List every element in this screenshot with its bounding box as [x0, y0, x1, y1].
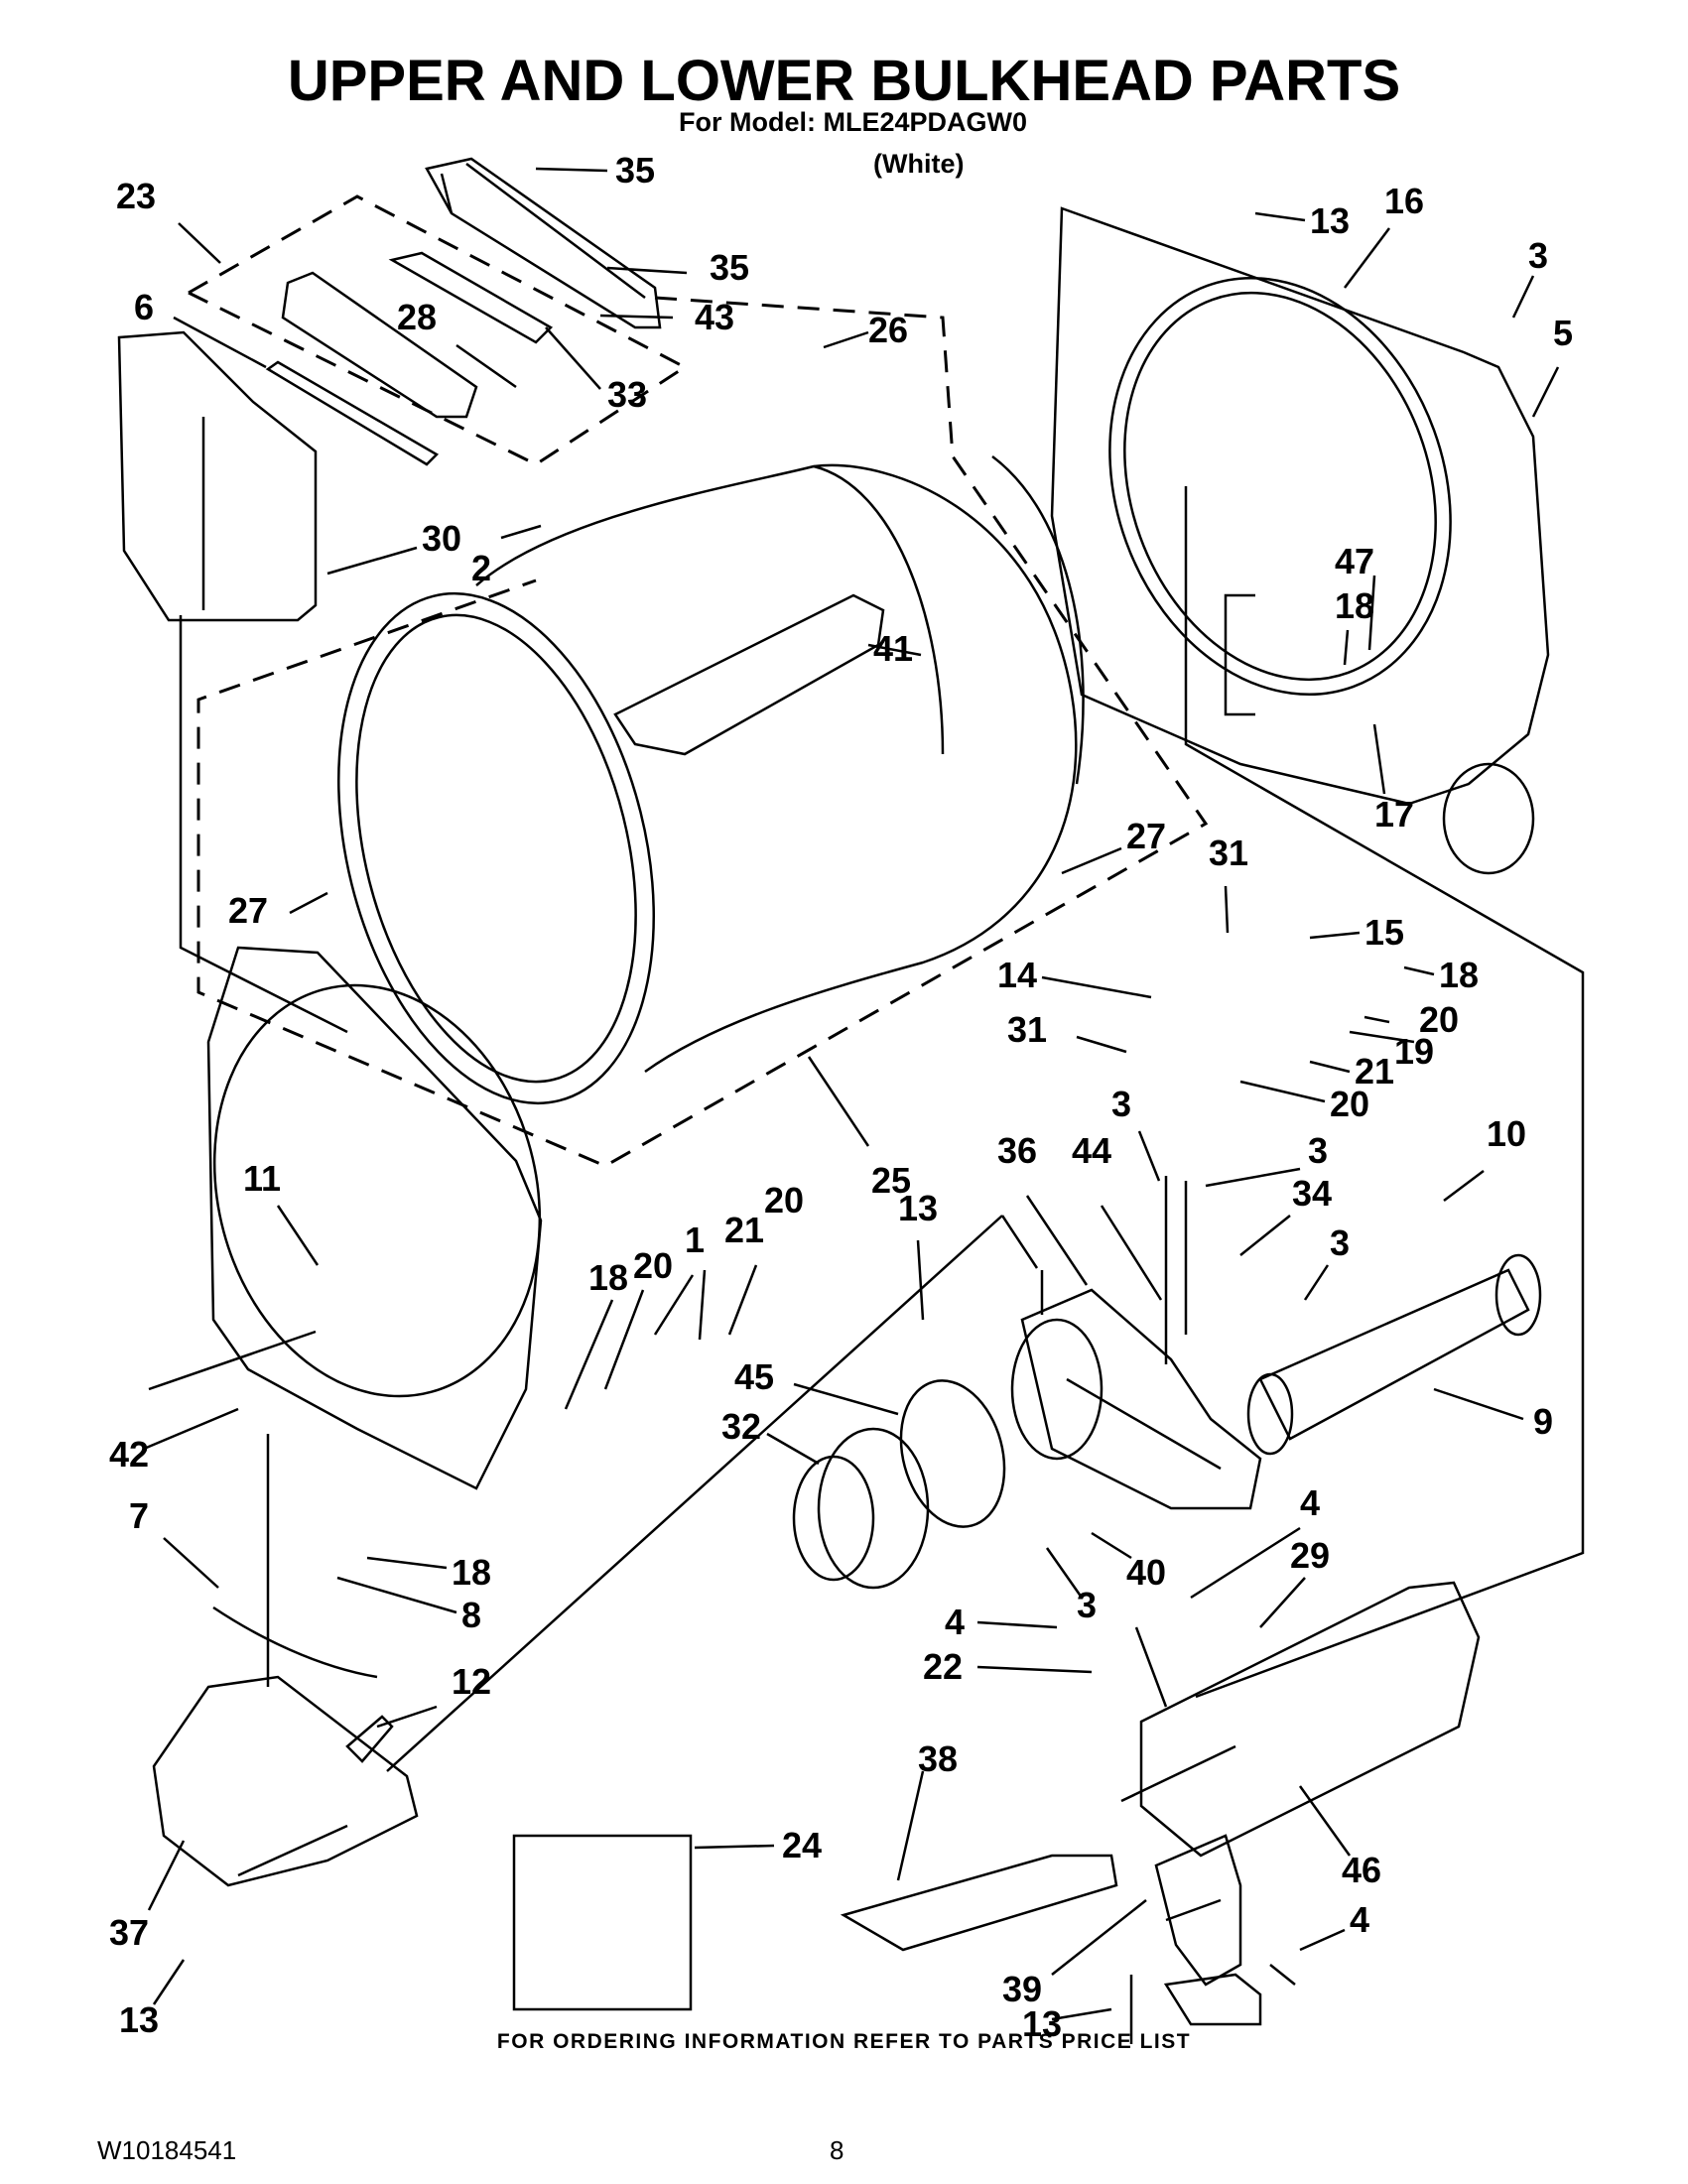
callout-18: 18	[452, 1552, 491, 1593]
callout-44: 44	[1072, 1130, 1111, 1171]
callout-26: 26	[868, 310, 908, 350]
callout-13: 13	[898, 1188, 938, 1228]
callout-45: 45	[734, 1356, 774, 1397]
callout-18: 18	[1439, 955, 1479, 995]
callout-3: 3	[1077, 1585, 1097, 1625]
ordering-note: FOR ORDERING INFORMATION REFER TO PARTS …	[496, 2030, 1192, 2053]
lint-screen-shape	[117, 330, 318, 622]
page-number: 8	[830, 2135, 844, 2165]
bracket-shape	[1154, 1834, 1242, 1987]
callout-47: 47	[1335, 541, 1374, 581]
grouping-lines	[148, 194, 1585, 2044]
callout-2: 2	[471, 548, 491, 588]
leader-lines	[143, 167, 1560, 2021]
callout-17: 17	[1374, 794, 1414, 835]
callout-9: 9	[1533, 1401, 1553, 1442]
heater-element-shape	[840, 1854, 1118, 1952]
front-bulkhead-shape	[206, 946, 543, 1490]
callout-labels: 35 23 35 43 6 28 33 26 30 2 41 27 27 13 …	[109, 150, 1573, 2044]
duct-shape	[152, 1675, 419, 1887]
callout-18: 18	[1335, 585, 1374, 626]
callout-4: 4	[945, 1602, 965, 1642]
callout-14: 14	[997, 955, 1037, 995]
callout-27: 27	[1126, 816, 1166, 856]
callout-27: 27	[228, 890, 268, 931]
part-outlines	[117, 157, 1550, 2026]
callout-33: 33	[607, 374, 647, 415]
callout-36: 36	[997, 1130, 1037, 1171]
callout-3: 3	[1308, 1130, 1328, 1171]
color-line: (White)	[873, 149, 965, 179]
callout-32: 32	[721, 1406, 761, 1447]
drum-front-rim	[337, 591, 655, 1105]
callout-42: 42	[109, 1434, 149, 1475]
callout-34: 34	[1292, 1173, 1332, 1214]
callout-3: 3	[1111, 1084, 1131, 1124]
callout-35: 35	[710, 247, 749, 288]
callout-46: 46	[1342, 1850, 1381, 1890]
callout-31: 31	[1007, 1009, 1047, 1050]
callout-23: 23	[116, 176, 156, 216]
callout-21: 21	[1355, 1051, 1394, 1092]
callout-12: 12	[452, 1661, 491, 1702]
callout-20: 20	[633, 1245, 673, 1286]
model-line: For Model: MLE24PDAGW0	[679, 107, 1028, 137]
lint-housing-shape	[281, 271, 478, 419]
callout-15: 15	[1364, 912, 1404, 953]
callout-21: 21	[724, 1210, 764, 1250]
callout-13: 13	[1022, 2003, 1062, 2044]
callout-39: 39	[1002, 1969, 1042, 2009]
callout-13: 13	[1310, 200, 1350, 241]
callout-8: 8	[461, 1595, 481, 1635]
callout-35: 35	[615, 150, 655, 191]
callout-38: 38	[918, 1738, 958, 1779]
callout-31: 31	[1209, 833, 1248, 873]
callout-4: 4	[1350, 1899, 1369, 1940]
callout-19: 19	[1394, 1031, 1434, 1072]
kit-box-shape	[512, 1834, 693, 2011]
callout-4: 4	[1300, 1482, 1320, 1523]
blower-housing-shape	[1020, 1288, 1262, 1510]
callout-6: 6	[134, 287, 154, 327]
callout-40: 40	[1126, 1552, 1166, 1593]
callout-24: 24	[782, 1825, 822, 1865]
baffle-shape	[613, 593, 885, 756]
callout-5: 5	[1553, 313, 1573, 353]
callout-13: 13	[119, 1999, 159, 2040]
page-title: UPPER AND LOWER BULKHEAD PARTS	[287, 49, 1401, 113]
rear-bulkhead-shape	[1050, 206, 1550, 806]
callout-7: 7	[129, 1495, 149, 1536]
heater-box-shape	[1139, 1581, 1481, 1858]
callout-28: 28	[397, 297, 437, 337]
callout-18: 18	[588, 1257, 628, 1298]
callout-41: 41	[873, 628, 913, 669]
callout-16: 16	[1384, 181, 1424, 221]
callout-20: 20	[764, 1180, 804, 1220]
callout-11: 11	[243, 1158, 281, 1199]
callout-29: 29	[1290, 1535, 1330, 1576]
callout-3: 3	[1330, 1222, 1350, 1263]
callout-3: 3	[1528, 235, 1548, 276]
callout-37: 37	[109, 1912, 149, 1953]
callout-30: 30	[422, 518, 461, 559]
callout-10: 10	[1487, 1113, 1526, 1154]
callout-43: 43	[695, 297, 734, 337]
callout-25: 25	[871, 1160, 911, 1201]
callout-1: 1	[685, 1220, 705, 1260]
exhaust-duct-shape	[1258, 1268, 1530, 1441]
callout-22: 22	[923, 1646, 963, 1687]
callout-20: 20	[1419, 999, 1459, 1040]
document-number: W10184541	[97, 2135, 237, 2165]
callout-20: 20	[1330, 1084, 1369, 1124]
